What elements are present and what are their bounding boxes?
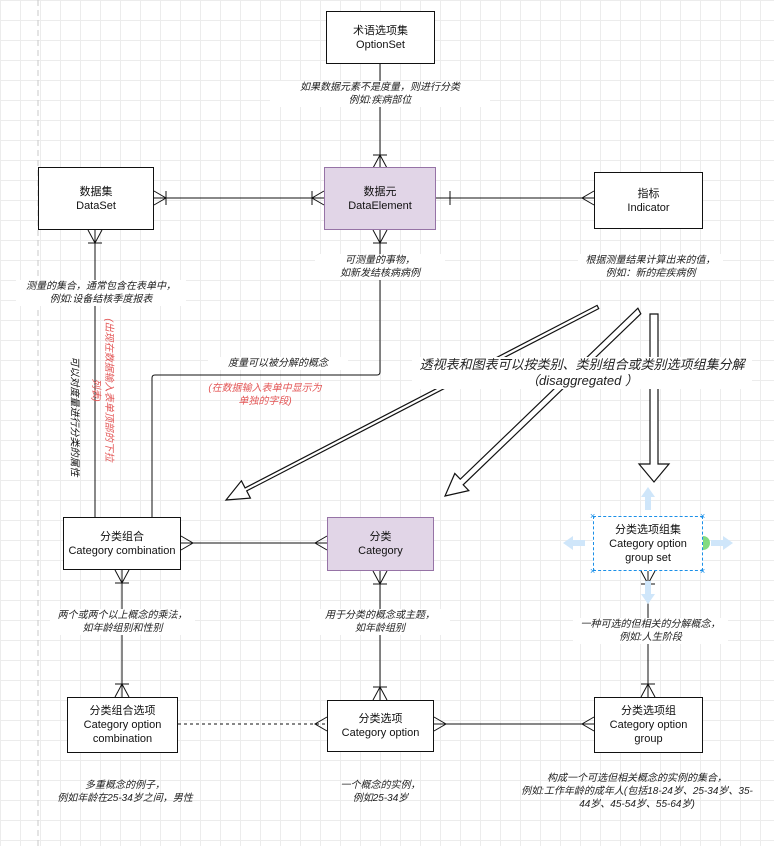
resize-handle-tr[interactable]: × <box>700 511 706 521</box>
block-arrow-to-category <box>443 307 642 497</box>
node-category-option[interactable]: 分类选项 Category option <box>327 700 434 752</box>
node-optionset-en: OptionSet <box>356 38 405 51</box>
crowfoot-coc-top <box>114 682 130 698</box>
crowfoot-indicator-left <box>581 190 595 206</box>
crowfoot-catoption-right <box>433 716 447 732</box>
node-category-option-group-set[interactable]: 分类选项组集 Category option group set <box>593 516 703 571</box>
node-dataelement-zh: 数据元 <box>363 185 397 198</box>
cogs-note: 一种可选的但相关的分解概念， 例如:人生阶段 <box>573 618 728 644</box>
indicator-note: 根据测量结果计算出来的值， 例如：新的疟疾病例 <box>578 254 723 280</box>
node-category-en: Category <box>358 545 403 557</box>
node-indicator-en: Indicator <box>627 201 670 214</box>
node-dataelement-en: DataElement <box>348 199 412 212</box>
category-note: 用于分类的概念或主题， 如年龄组别 <box>310 609 450 635</box>
crowfoot-dataset-right <box>153 190 167 206</box>
node-cog-en1: Category option <box>609 719 688 731</box>
disaggregate-note: 度量可以被分解的概念 <box>208 357 348 370</box>
edge-dataelement-catcombo <box>151 230 381 517</box>
node-dataset-zh: 数据集 <box>79 185 113 198</box>
crowfoot-catcombo-bottom <box>114 569 130 585</box>
crowfoot-category-bottom <box>372 570 388 586</box>
coc-note: 多重概念的例子， 例如年龄在25-34岁之间，男性 <box>57 780 193 804</box>
catoption-note: 一个概念的实例， 例如25-34岁 <box>340 780 421 804</box>
crowfoot-category-left <box>314 535 328 551</box>
resize-handle-br[interactable]: × <box>700 566 706 576</box>
pivot-disaggregate-note: 透视表和图表可以按类别、类别组合或类别选项组集分解 （disaggregated… <box>412 357 752 389</box>
node-catoption-en: Category option <box>341 727 420 739</box>
resize-handle-tl[interactable]: × <box>590 511 596 521</box>
node-category-combination[interactable]: 分类组合 Category combination <box>63 517 181 570</box>
vertical-dropdown-note: (出现在数据输入表单顶部的下拉 列表) <box>90 318 114 462</box>
crowfoot-catcombo-right <box>180 535 194 551</box>
cog-note: 构成一个可选但相关概念的实例的集合， 例如:工作年龄的成年人(包括18-24岁、… <box>521 773 753 810</box>
crowfoot-dataelement-left <box>311 190 325 206</box>
node-cog-zh: 分类选项组 <box>621 705 676 717</box>
crowfoot-catoption-left <box>314 716 328 732</box>
node-category-zh: 分类 <box>369 531 392 543</box>
crowfoot-catoption-top <box>372 685 388 701</box>
optionset-note: 如果数据元素不是度量，则进行分类 例如:疾病部位 <box>270 81 490 107</box>
node-category[interactable]: 分类 Category <box>327 517 434 571</box>
node-optionset[interactable]: 术语选项集 OptionSet <box>326 11 435 64</box>
vertical-attribute-note: 可以对度量进行分类的属性 <box>68 356 80 477</box>
crowfoot-dataset-bottom <box>87 229 103 245</box>
block-arrow-to-cogs <box>637 313 671 483</box>
crowfoot-dataelement-bottom <box>372 229 388 245</box>
node-cog-en2: group <box>634 733 663 745</box>
disaggregate-red-note: (在数据输入表单中显示为 单独的字段) <box>208 383 322 407</box>
node-optionset-zh: 术语选项集 <box>353 24 408 37</box>
dataset-note: 测量的集合，通常包含在表单中， 例如:设备结核季度报表 <box>16 280 186 306</box>
block-arrow-to-catcombo <box>224 304 600 501</box>
node-category-option-group[interactable]: 分类选项组 Category option group <box>594 697 703 753</box>
node-indicator-zh: 指标 <box>637 187 660 200</box>
dataelement-note: 可测量的事物， 如新发结核病病例 <box>315 254 445 280</box>
node-dataelement[interactable]: 数据元 DataElement <box>324 167 436 230</box>
crowfoot-dataelement-top <box>372 153 388 169</box>
crowfoot-cog-left <box>581 716 595 732</box>
node-catoption-zh: 分类选项 <box>358 713 403 725</box>
node-indicator[interactable]: 指标 Indicator <box>594 172 703 229</box>
node-cogs-en2: group set <box>625 551 671 564</box>
node-dataset-en: DataSet <box>76 199 116 212</box>
crowfoot-cog-top <box>640 682 656 698</box>
node-dataset[interactable]: 数据集 DataSet <box>38 167 154 230</box>
node-cogs-zh: 分类选项组集 <box>615 523 681 536</box>
node-catcombo-zh: 分类组合 <box>100 530 144 543</box>
node-cogs-en1: Category option <box>609 537 687 550</box>
resize-handle-bl[interactable]: × <box>590 566 596 576</box>
node-catcombo-en: Category combination <box>68 544 176 557</box>
node-coc-en1: Category option <box>83 719 162 731</box>
node-category-option-combination[interactable]: 分类组合选项 Category option combination <box>67 697 178 753</box>
node-coc-en2: combination <box>92 733 153 745</box>
node-coc-zh: 分类组合选项 <box>89 705 156 717</box>
catcombo-note: 两个或两个以上概念的乘法， 如年龄组别和性别 <box>50 609 195 635</box>
